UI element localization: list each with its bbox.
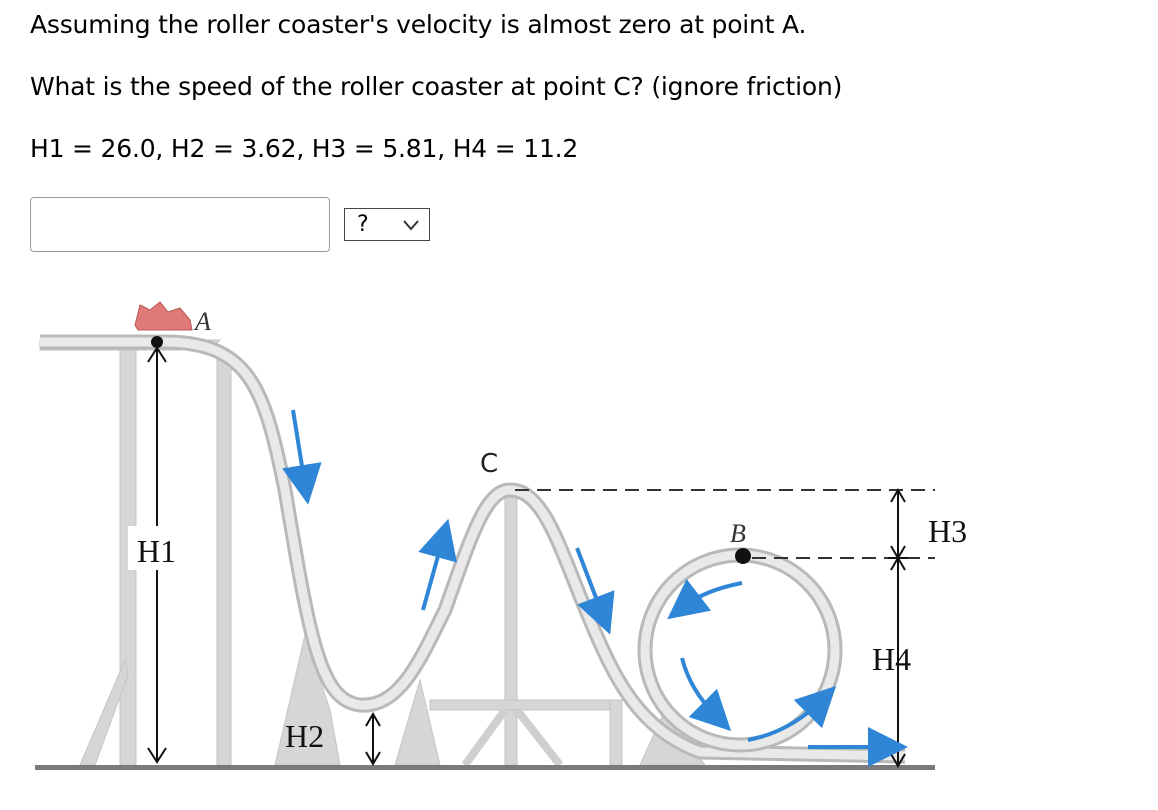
arrow-up-1 bbox=[418, 518, 457, 611]
coaster-car-icon bbox=[134, 301, 193, 331]
label-h3: H3 bbox=[928, 513, 967, 549]
label-b: B bbox=[730, 519, 746, 548]
h2-dimension bbox=[365, 712, 381, 766]
question-line-1: Assuming the roller coaster's velocity i… bbox=[30, 10, 807, 39]
arrow-loop-top bbox=[667, 578, 743, 620]
label-h1: H1 bbox=[137, 533, 176, 569]
arrow-loop-right bbox=[747, 685, 837, 742]
point-a-dot bbox=[151, 336, 163, 348]
arrow-down-1 bbox=[282, 409, 322, 505]
arrow-loop-left bbox=[680, 657, 732, 732]
unit-select[interactable]: ? bbox=[344, 208, 430, 241]
point-b-dot bbox=[735, 548, 751, 564]
roller-coaster-diagram: A H1 H2 C B H3 H4 bbox=[35, 301, 967, 770]
ground-line bbox=[35, 765, 935, 770]
label-a: A bbox=[193, 307, 211, 336]
chevron-down-icon bbox=[403, 219, 419, 231]
arrow-down-2 bbox=[575, 547, 615, 635]
question-values-line: H1 = 26.0, H2 = 3.62, H3 = 5.81, H4 = 11… bbox=[30, 134, 579, 163]
question-line-2: What is the speed of the roller coaster … bbox=[30, 72, 843, 101]
label-h4: H4 bbox=[872, 641, 911, 677]
answer-input[interactable] bbox=[30, 197, 330, 252]
h3-h4-dimension bbox=[888, 488, 908, 768]
label-c: C bbox=[480, 449, 498, 479]
label-h2: H2 bbox=[285, 718, 324, 754]
unit-select-value: ? bbox=[357, 212, 369, 237]
motion-arrows bbox=[282, 409, 908, 767]
